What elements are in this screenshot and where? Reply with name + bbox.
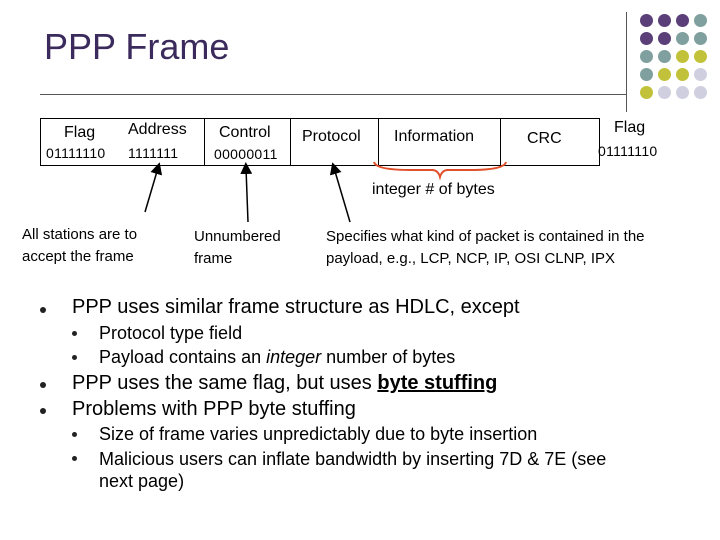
field-separator bbox=[378, 119, 379, 165]
dot-icon bbox=[640, 86, 653, 99]
bullet-similar-structure: PPP uses similar frame structure as HDLC… bbox=[72, 296, 520, 318]
protocol-arrow bbox=[329, 162, 351, 223]
ppp-frame-diagram bbox=[40, 118, 600, 166]
annotation-arrows bbox=[144, 162, 351, 223]
control-note-line: frame bbox=[194, 250, 233, 267]
control-value: 00000011 bbox=[214, 146, 278, 162]
flag-start-label: Flag bbox=[64, 124, 96, 141]
bullet-payload-integer: Payload contains an integer number of by… bbox=[99, 347, 456, 367]
bullet-icon bbox=[40, 307, 46, 313]
brace-note: integer # of bytes bbox=[372, 181, 495, 198]
control-arrow bbox=[240, 162, 253, 223]
title-horizontal-rule bbox=[40, 94, 626, 95]
information-brace-icon bbox=[373, 161, 507, 180]
protocol-label: Protocol bbox=[302, 128, 361, 145]
field-separator bbox=[290, 119, 291, 165]
address-value: 1111111 bbox=[128, 145, 179, 161]
dot-icon bbox=[640, 68, 653, 81]
title-vertical-rule bbox=[626, 12, 627, 112]
information-label: Information bbox=[394, 128, 475, 145]
dot-icon bbox=[640, 14, 653, 27]
dot-icon bbox=[676, 50, 689, 63]
dot-icon bbox=[694, 14, 707, 27]
control-label: Control bbox=[219, 124, 271, 141]
address-annotation: All stations are to accept the frame bbox=[22, 224, 182, 268]
dot-icon bbox=[658, 86, 671, 99]
address-label: Address bbox=[128, 121, 187, 138]
bullet-icon bbox=[72, 456, 77, 461]
dot-icon bbox=[676, 68, 689, 81]
bullet-byte-stuffing: PPP uses the same flag, but uses byte st… bbox=[72, 372, 498, 394]
address-note-line: accept the frame bbox=[22, 248, 134, 265]
bullet-icon bbox=[72, 432, 77, 437]
dot-icon bbox=[658, 50, 671, 63]
address-arrow bbox=[144, 162, 163, 213]
dot-icon bbox=[676, 32, 689, 45]
bullet-malicious-users: Malicious users can inflate bandwidth by… bbox=[99, 449, 607, 491]
address-note-line: All stations are to bbox=[22, 226, 138, 243]
dot-icon bbox=[658, 14, 671, 27]
flag-start-value: 01111110 bbox=[46, 145, 106, 161]
dot-icon bbox=[658, 68, 671, 81]
bullet-protocol-type: Protocol type field bbox=[99, 323, 243, 343]
dot-icon bbox=[658, 32, 671, 45]
dot-icon bbox=[676, 86, 689, 99]
flag-end-label: Flag bbox=[614, 119, 646, 136]
protocol-note-line: payload, e.g., LCP, NCP, IP, OSI CLNP, I… bbox=[326, 250, 616, 267]
control-annotation: Unnumbered frame bbox=[194, 226, 314, 270]
bullet-size-varies: Size of frame varies unpredictably due t… bbox=[99, 424, 538, 444]
control-note-line: Unnumbered bbox=[194, 228, 281, 245]
bullet-icon bbox=[40, 382, 46, 388]
flag-end-value: 01111110 bbox=[598, 143, 658, 159]
bullet-icon bbox=[72, 355, 77, 360]
dot-icon bbox=[694, 50, 707, 63]
dot-icon bbox=[640, 32, 653, 45]
dot-icon bbox=[694, 86, 707, 99]
dot-icon bbox=[640, 50, 653, 63]
decorative-dot-grid bbox=[638, 12, 718, 112]
dot-icon bbox=[694, 32, 707, 45]
page-title: PPP Frame bbox=[44, 26, 230, 67]
bullet-problems: Problems with PPP byte stuffing bbox=[72, 398, 356, 420]
field-separator bbox=[500, 119, 501, 165]
protocol-note-line: Specifies what kind of packet is contain… bbox=[326, 228, 645, 245]
dot-icon bbox=[694, 68, 707, 81]
protocol-annotation: Specifies what kind of packet is contain… bbox=[326, 226, 718, 270]
bullet-icon bbox=[72, 331, 77, 336]
bullet-icon bbox=[40, 408, 46, 414]
field-separator bbox=[204, 119, 205, 165]
dot-icon bbox=[676, 14, 689, 27]
crc-label: CRC bbox=[527, 130, 562, 147]
